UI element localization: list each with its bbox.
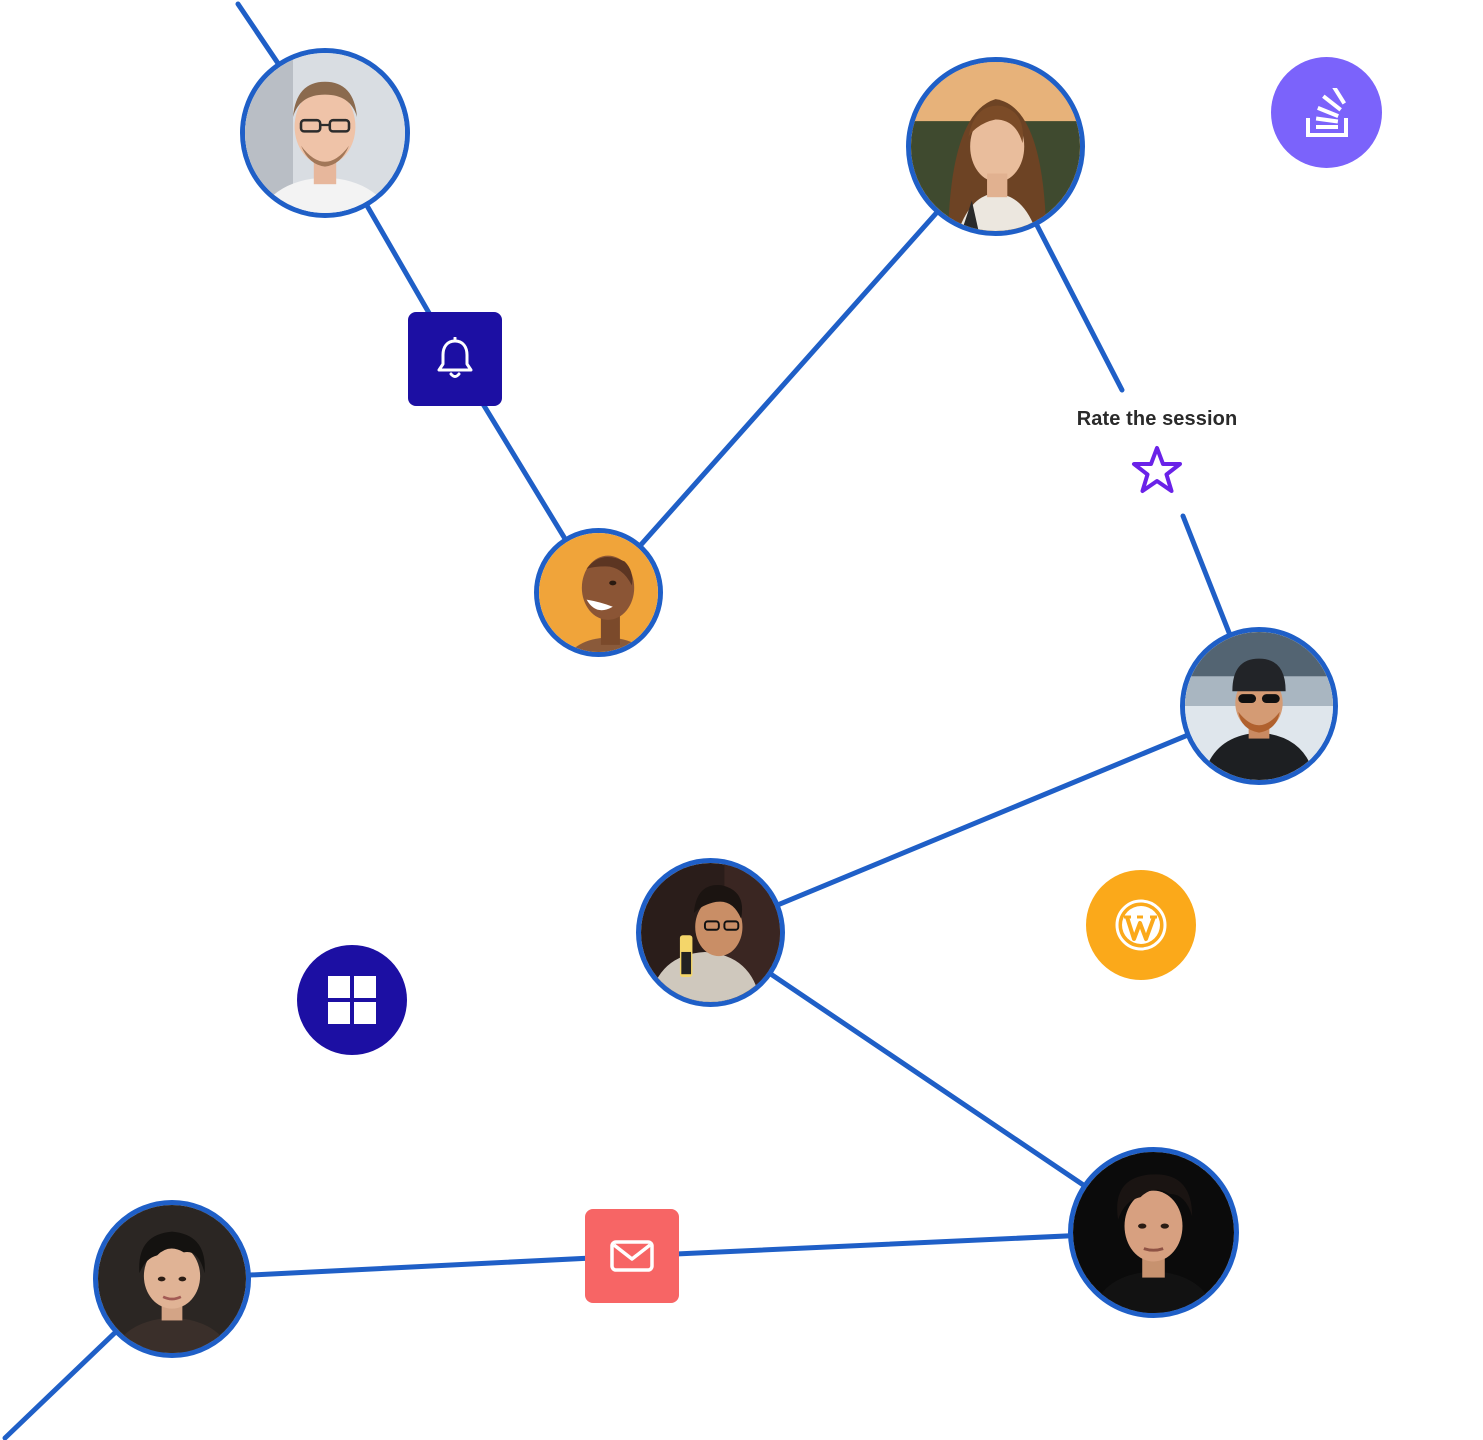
avatar-man-curly-hair[interactable]	[1068, 1147, 1239, 1318]
avatar-photo	[98, 1205, 246, 1353]
stackoverflow-badge[interactable]	[1271, 57, 1382, 168]
avatar-man-glasses-dark[interactable]	[636, 858, 785, 1007]
avatar-woman-long-hair[interactable]	[906, 57, 1085, 236]
avatar-woman-short-hair[interactable]	[93, 1200, 251, 1358]
bell-icon	[437, 337, 473, 378]
rate-session-star[interactable]	[1130, 444, 1184, 498]
avatar-photo	[641, 863, 780, 1002]
avatar-photo	[1185, 632, 1333, 780]
avatar-woman-laughing[interactable]	[534, 528, 663, 657]
wordpress-icon	[1115, 899, 1167, 951]
avatar-photo	[245, 53, 405, 213]
connector-line	[707, 703, 1261, 936]
mail-badge[interactable]	[585, 1209, 679, 1303]
avatar-man-glasses[interactable]	[240, 48, 410, 218]
rate-session-label: Rate the session	[1076, 408, 1238, 430]
avatar-photo	[911, 62, 1080, 231]
connector-line	[707, 930, 1156, 1235]
mail-icon	[610, 1240, 654, 1272]
avatar-photo	[1073, 1152, 1234, 1313]
star-icon	[1132, 446, 1182, 493]
windows-icon	[328, 976, 376, 1024]
avatar-man-beanie-sunglasses[interactable]	[1180, 627, 1338, 785]
wordpress-badge[interactable]	[1086, 870, 1196, 980]
connector-line	[595, 143, 999, 596]
connector-line	[629, 1229, 1156, 1259]
bell-badge[interactable]	[408, 312, 502, 406]
avatar-photo	[539, 533, 658, 652]
stackoverflow-icon	[1305, 87, 1348, 137]
windows-badge[interactable]	[297, 945, 407, 1055]
